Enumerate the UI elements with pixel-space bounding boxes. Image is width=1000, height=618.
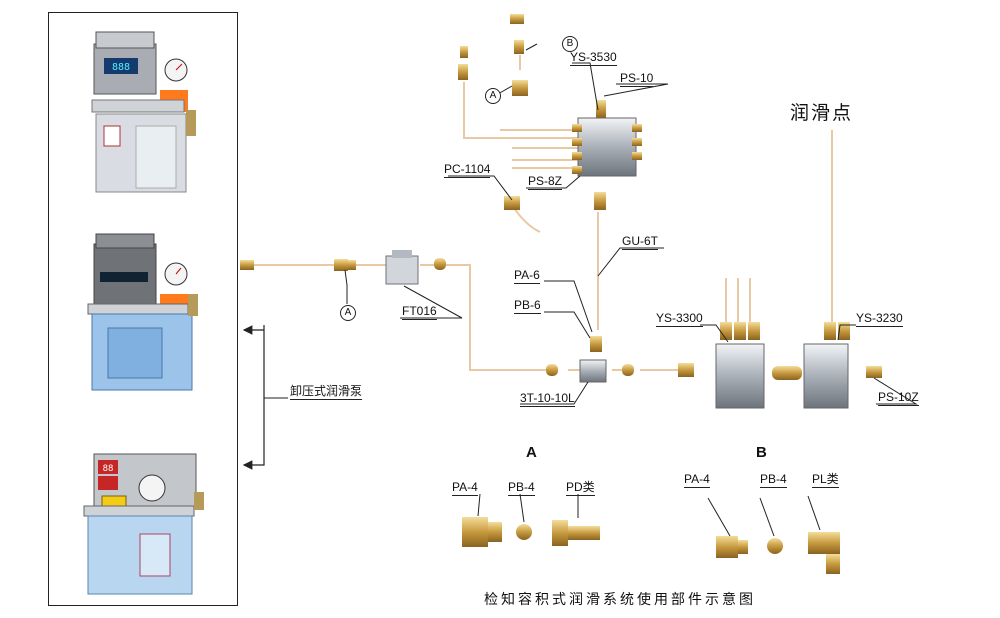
pump-3-display: 88 [103, 464, 114, 474]
section-b-part-3: PL类 [812, 472, 839, 488]
label-ps-8z: PS-8Z [528, 174, 563, 190]
section-a-part-2: PB-4 [508, 480, 535, 496]
label-ps-10z: PS-10Z [878, 390, 919, 406]
marker-b-top: B [562, 36, 578, 52]
pump-unit-3: 88 [83, 453, 204, 595]
section-b-part-2: PB-4 [760, 472, 787, 488]
label-pc-1104: PC-1104 [444, 162, 491, 178]
label-ft016: FT016 [402, 304, 437, 320]
section-a-part-3: PD类 [566, 480, 595, 496]
label-ps-10: PS-10 [620, 71, 654, 87]
label-lube-point: 润滑点 [790, 103, 854, 124]
label-gu-6t: GU-6T [622, 234, 658, 250]
label-pb-6: PB-6 [514, 298, 541, 314]
label-pa-6: PA-6 [514, 268, 540, 284]
pump-unit-1: 888 [91, 31, 196, 193]
section-b-part-1: PA-4 [684, 472, 710, 488]
pump-unit-2 [87, 233, 198, 391]
marker-a-top: A [485, 88, 501, 104]
label-ys-3230: YS-3230 [856, 311, 903, 327]
marker-a-line: A [340, 305, 356, 321]
section-b-title: B [756, 444, 767, 461]
section-a-title: A [526, 444, 537, 461]
label-ys-3300: YS-3300 [656, 311, 703, 327]
section-a-part-1: PA-4 [452, 480, 478, 496]
label-ys-3530: YS-3530 [570, 50, 617, 66]
pump-1-display: 888 [112, 62, 130, 73]
label-pump: 卸压式润滑泵 [290, 384, 363, 400]
diagram-caption: 检知容积式润滑系统使用部件示意图 [484, 591, 756, 607]
label-3t-10-10l: 3T-10-10L [520, 391, 575, 407]
pump-frame [48, 12, 238, 606]
